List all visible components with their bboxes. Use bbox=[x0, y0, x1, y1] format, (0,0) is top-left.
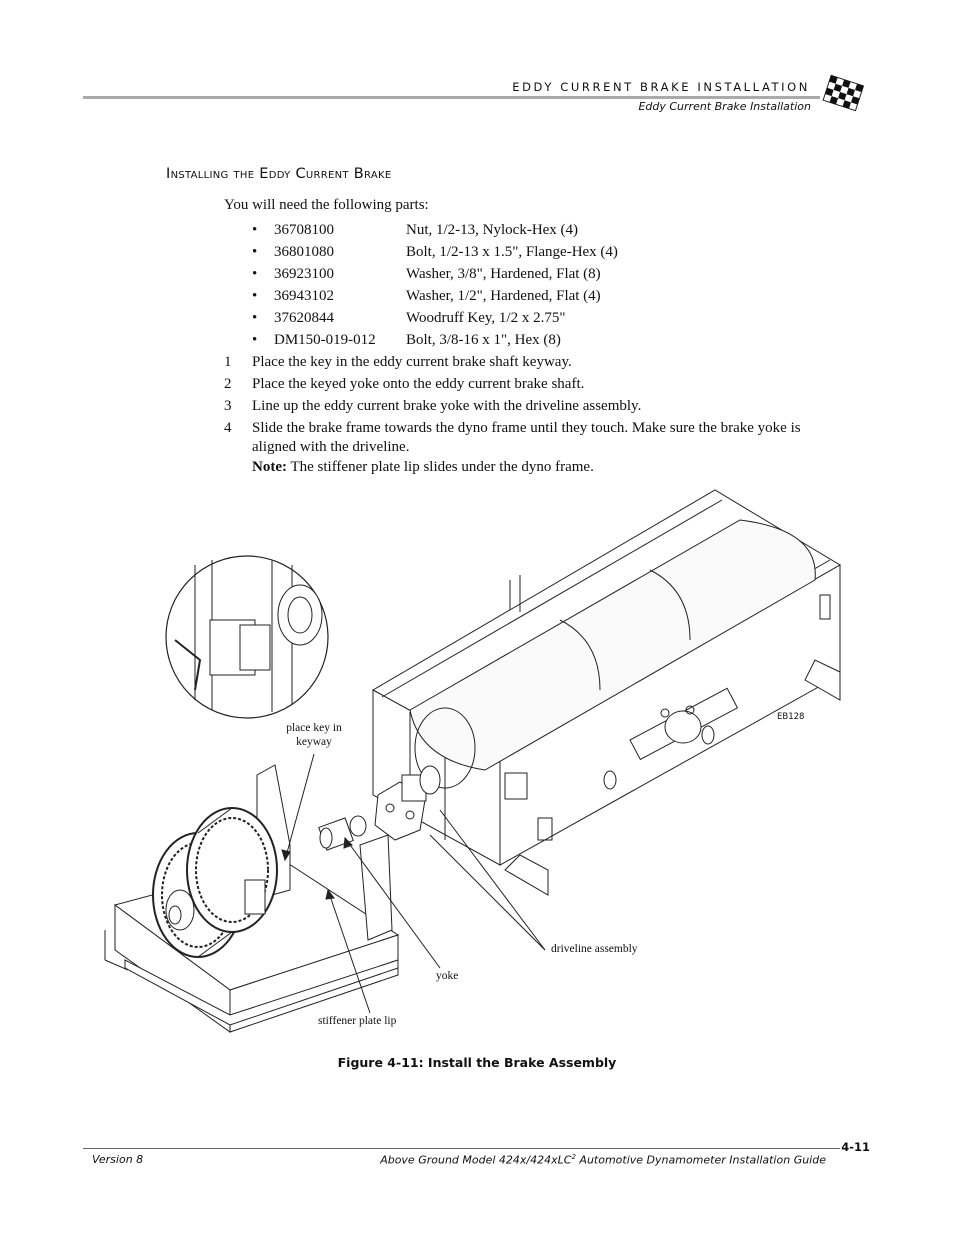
note-label: Note: bbox=[252, 459, 287, 475]
part-description: Nut, 1/2-13, Nylock-Hex (4) bbox=[406, 222, 579, 238]
footer-guide-title: Above Ground Model 424x/424xLC2 Automoti… bbox=[380, 1153, 826, 1167]
part-description: Bolt, 1/2-13 x 1.5", Flange-Hex (4) bbox=[406, 244, 618, 260]
step-number: 3 bbox=[224, 398, 232, 414]
step-text: Place the key in the eddy current brake … bbox=[252, 354, 572, 370]
section-subtitle: Eddy Current Brake Installation bbox=[638, 100, 811, 113]
dyno-frame bbox=[371, 489, 841, 896]
note-text: The stiffener plate lip slides under the… bbox=[286, 459, 594, 475]
part-description: Bolt, 3/8-16 x 1", Hex (8) bbox=[406, 332, 561, 348]
driveline-assembly bbox=[374, 765, 441, 841]
step-text: Slide the brake frame towards the dyno f… bbox=[252, 420, 801, 455]
chapter-title: EDDY CURRENT BRAKE INSTALLATION bbox=[512, 80, 810, 94]
figure-caption: Figure 4-11: Install the Brake Assembly bbox=[337, 1055, 617, 1070]
part-description: Woodruff Key, 1/2 x 2.75" bbox=[406, 310, 566, 326]
eddy-current-brake bbox=[152, 807, 278, 958]
bullet: • bbox=[252, 266, 258, 282]
page-number: 4-11 bbox=[841, 1140, 870, 1154]
step-number: 1 bbox=[224, 354, 232, 370]
step-item: 4 Slide the brake frame towards the dyno … bbox=[224, 419, 804, 457]
callout-stiffener: stiffener plate lip bbox=[318, 1015, 397, 1027]
callout-driveline: driveline assembly bbox=[551, 943, 638, 955]
part-description: Washer, 3/8", Hardened, Flat (8) bbox=[406, 266, 601, 282]
brake-assembly-figure bbox=[104, 489, 841, 1033]
parts-intro: You will need the following parts: bbox=[224, 197, 429, 213]
footer-rule bbox=[83, 1148, 840, 1149]
callout-drawing-id: EB128 bbox=[777, 712, 805, 722]
callout-line: place key in bbox=[286, 722, 342, 734]
part-number: 36708100 bbox=[274, 222, 334, 238]
header-rule bbox=[83, 96, 820, 99]
step-text: Place the keyed yoke onto the eddy curre… bbox=[252, 376, 585, 392]
bullet: • bbox=[252, 244, 258, 260]
part-number: DM150-019-012 bbox=[274, 332, 376, 348]
bullet: • bbox=[252, 332, 258, 348]
part-number: 36943102 bbox=[274, 288, 334, 304]
part-number: 37620844 bbox=[274, 310, 334, 326]
step-text: Line up the eddy current brake yoke with… bbox=[252, 398, 642, 414]
guide-title-rest: Automotive Dynamometer Installation Guid… bbox=[575, 1153, 826, 1167]
bullet: • bbox=[252, 310, 258, 326]
step-number: 2 bbox=[224, 376, 232, 392]
callout-place-key: place key in keyway bbox=[278, 722, 350, 748]
leader-lines bbox=[281, 753, 546, 1014]
bullet: • bbox=[252, 288, 258, 304]
step-item: 2 Place the keyed yoke onto the eddy curr… bbox=[224, 375, 804, 394]
footer-version: Version 8 bbox=[92, 1153, 144, 1166]
step-number: 4 bbox=[224, 420, 232, 436]
yoke bbox=[318, 815, 367, 851]
part-number: 36923100 bbox=[274, 266, 334, 282]
part-description: Washer, 1/2", Hardened, Flat (4) bbox=[406, 288, 601, 304]
steps-list: 1 Place the key in the eddy current brake… bbox=[224, 353, 804, 460]
callout-yoke: yoke bbox=[436, 970, 459, 982]
step-item: 3 Line up the eddy current brake yoke wit… bbox=[224, 397, 804, 416]
step-item: 1 Place the key in the eddy current brake… bbox=[224, 353, 804, 372]
callout-line: keyway bbox=[296, 736, 332, 748]
checkered-flag-icon bbox=[822, 74, 865, 112]
part-number: 36801080 bbox=[274, 244, 334, 260]
bullet: • bbox=[252, 222, 258, 238]
detail-magnifier bbox=[165, 555, 329, 719]
note: Note: The stiffener plate lip slides und… bbox=[252, 459, 594, 476]
section-heading: Installing the Eddy Current Brake bbox=[166, 166, 392, 182]
guide-title-superscript: 2 bbox=[571, 1153, 576, 1161]
guide-title-main: Above Ground Model 424x/424xLC bbox=[380, 1153, 572, 1167]
